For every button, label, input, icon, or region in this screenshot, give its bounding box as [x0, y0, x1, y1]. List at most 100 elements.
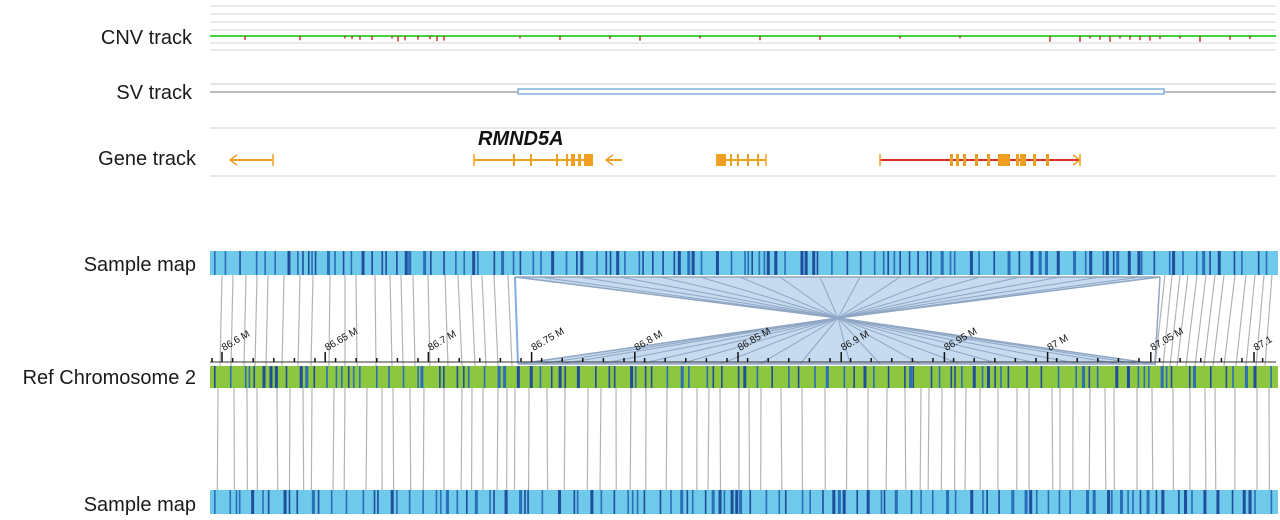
map-label-site	[564, 366, 567, 388]
map-label-site	[359, 366, 361, 388]
alignment-line	[885, 387, 888, 491]
map-label-site	[691, 490, 694, 514]
map-label-site	[595, 366, 597, 388]
alignment-line	[1169, 274, 1181, 367]
inversion-ray	[699, 276, 839, 319]
map-label-site	[551, 251, 555, 275]
map-label-site	[524, 490, 526, 514]
map-label-site	[390, 490, 394, 514]
map-label-site	[1088, 366, 1091, 388]
map-label-site	[408, 251, 412, 275]
alignment-line	[780, 387, 783, 491]
ruler-tick-label: 86.7 M	[426, 329, 458, 354]
map-label-site	[305, 366, 309, 388]
inversion-ray	[719, 317, 839, 365]
inversion-edge	[514, 276, 519, 365]
map-label-site	[946, 490, 950, 514]
alignment-line	[629, 387, 632, 491]
map-label-site	[423, 251, 427, 275]
map-label-site	[856, 490, 859, 514]
map-label-site	[472, 251, 476, 275]
map-label-site	[904, 366, 906, 388]
map-label-site	[940, 251, 944, 275]
map-label-site	[1209, 366, 1212, 388]
map-label-site	[1216, 490, 1220, 514]
map-label-site	[558, 490, 562, 514]
map-label-site	[650, 366, 653, 388]
alignment-line	[409, 387, 412, 491]
map-label-site	[1165, 366, 1168, 388]
alignment-line	[343, 387, 346, 491]
map-label-site	[1170, 366, 1173, 388]
map-label-site	[235, 490, 238, 514]
map-label-site	[1160, 366, 1164, 388]
alignment-line	[1088, 387, 1091, 491]
map-label-site	[1075, 366, 1077, 388]
map-label-site	[882, 251, 885, 275]
alignment-line	[276, 387, 279, 491]
map-label-site	[456, 490, 459, 514]
map-label-site	[774, 251, 778, 275]
map-label-site	[910, 490, 913, 514]
map-label-site	[463, 366, 465, 388]
sv-track	[210, 83, 1276, 129]
map-label-site	[1047, 490, 1050, 514]
map-label-site	[347, 366, 350, 388]
map-label-site	[435, 490, 438, 514]
inversion-ray	[837, 317, 1121, 365]
map-label-site	[880, 490, 883, 514]
map-label-site	[691, 251, 695, 275]
map-label-site	[1024, 490, 1028, 514]
alignment-line	[707, 387, 710, 491]
map-label-site	[634, 366, 637, 388]
inversion-ray	[799, 317, 839, 365]
map-label-site	[712, 366, 715, 388]
map-label-site	[402, 366, 405, 388]
map-label-site	[334, 251, 336, 275]
map-label-site	[930, 251, 932, 275]
map-label-site	[953, 251, 956, 275]
map-label-site	[576, 251, 578, 275]
alignment-line	[374, 274, 377, 367]
gene-exon	[1046, 154, 1049, 166]
inversion-fill-bottom	[517, 317, 1156, 365]
map-label-site	[558, 366, 562, 388]
map-label-site	[721, 366, 723, 388]
map-label-site	[894, 490, 898, 514]
alignment-line	[1203, 274, 1216, 367]
gene-exon	[578, 154, 581, 166]
map-label-site	[1270, 366, 1272, 388]
map-label-site	[1119, 490, 1123, 514]
map-label-site	[1153, 251, 1156, 275]
map-label-site	[350, 251, 353, 275]
alignment-line	[586, 387, 589, 491]
sample-map-bottom-label: Sample map	[84, 494, 196, 516]
map-label-site	[529, 366, 533, 388]
gene-name-label: RMND5A	[478, 128, 564, 150]
map-label-site	[609, 251, 612, 275]
map-label-site	[950, 366, 953, 388]
alignment-lines	[216, 274, 1273, 491]
map-label-site	[345, 490, 348, 514]
inversion-ray	[579, 276, 839, 319]
map-label-site	[317, 490, 320, 514]
map-label-site	[1188, 366, 1191, 388]
map-label-site	[920, 490, 922, 514]
gene-exon	[566, 154, 568, 166]
map-label-site	[630, 366, 634, 388]
gene-strand-arrow	[1072, 154, 1082, 166]
map-label-site	[986, 490, 988, 514]
sv-inversion-span	[517, 88, 1165, 95]
map-label-site	[804, 251, 808, 275]
map-label-site	[1217, 251, 1221, 275]
map-label-site	[420, 366, 424, 388]
alignment-line	[1223, 274, 1236, 367]
map-label-site	[1089, 251, 1093, 275]
alignment-line	[281, 274, 285, 367]
map-label-site	[253, 366, 256, 388]
map-label-site	[1116, 251, 1120, 275]
map-label-site	[456, 366, 459, 388]
map-label-site	[954, 490, 957, 514]
alignment-line	[1154, 274, 1166, 367]
gene-track-label: Gene track	[98, 148, 197, 170]
